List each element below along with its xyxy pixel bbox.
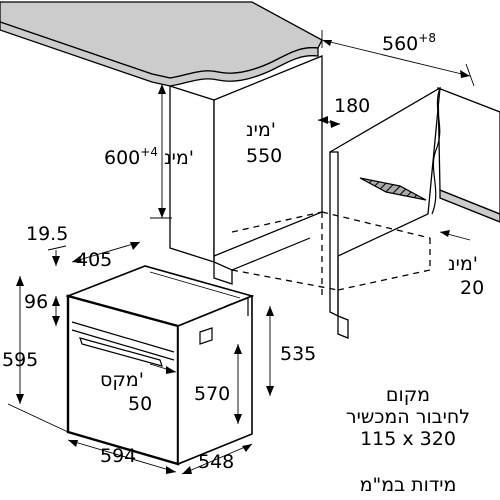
dim-door-height: 570 [194, 383, 230, 405]
units-caption: מידות במ"מ [359, 474, 457, 496]
left-cabinet-plinth [213, 256, 233, 285]
dim-fascia: 96 [24, 291, 48, 313]
dim-niche-depth: 550 [246, 145, 282, 167]
dim-min-height: 600+4 מינ' [104, 145, 194, 169]
countertop-edge [0, 21, 319, 87]
oven-side [177, 294, 253, 466]
dim-rear-gap: 180 [334, 95, 370, 117]
caption-line3: 115 x 320 [360, 428, 456, 450]
dim-oven-depth: 548 [198, 451, 234, 473]
dim-niche-depth-prefix: מינ' [246, 119, 276, 141]
dim-oven-height: 595 [2, 349, 38, 371]
right-lower-block [337, 315, 349, 339]
dim-min-side-prefix: מינ' [448, 253, 478, 275]
left-cabinet-front [169, 85, 215, 263]
dim-max-label: מקס' [100, 369, 144, 391]
dim-niche-height: 535 [280, 343, 316, 365]
caption-line2: לחיבור המכשיר [345, 406, 471, 428]
connection-area [359, 177, 427, 201]
dim-max-value: 50 [128, 393, 152, 415]
caption-line1: מקום [385, 384, 431, 406]
dim-oven-width: 594 [100, 445, 136, 467]
connection-caption: מקום לחיבור המכשיר 115 x 320 [316, 384, 500, 450]
right-cabinet-front [329, 151, 339, 318]
countertop-right-top [437, 87, 500, 215]
dim-min-side: 20 [460, 277, 484, 299]
dim-total-width: 560+8 [382, 31, 436, 55]
dim-vent-width: 405 [76, 249, 112, 271]
dim-front-panel: 19.5 [26, 223, 68, 245]
